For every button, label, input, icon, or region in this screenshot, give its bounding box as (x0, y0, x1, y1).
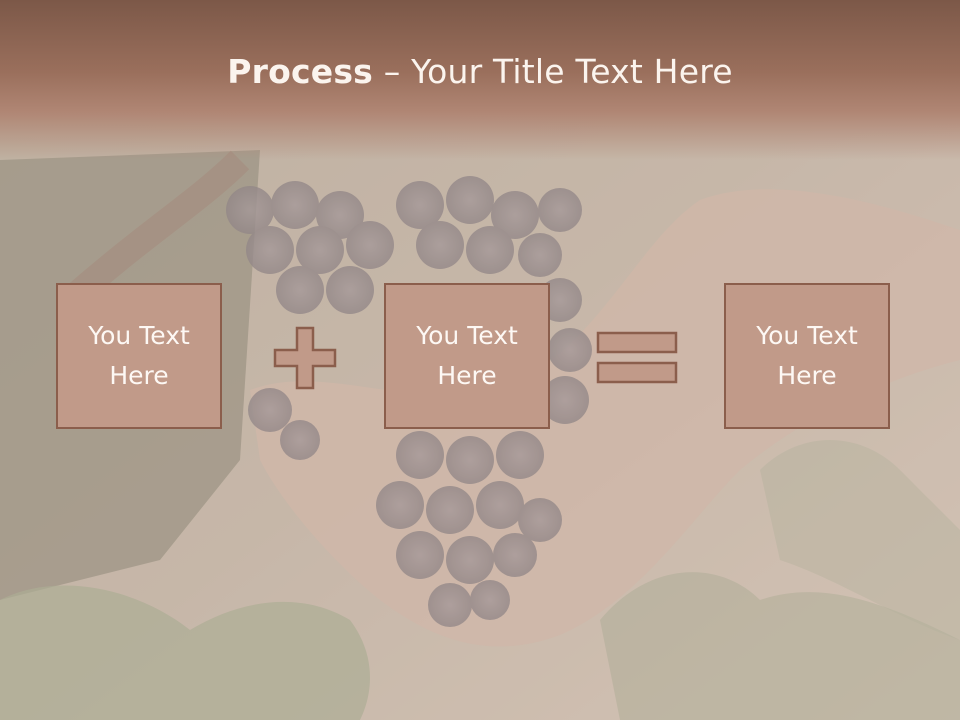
process-box-2[interactable]: You Text Here (384, 283, 550, 429)
equals-icon[interactable] (596, 331, 678, 385)
process-box-3-line2: Here (777, 361, 837, 390)
process-box-1-line2: Here (109, 361, 169, 390)
title-rest: – Your Title Text Here (373, 52, 733, 91)
title-bold: Process (227, 52, 374, 91)
process-box-3-line1: You Text (756, 321, 858, 350)
process-box-1-line1: You Text (88, 321, 190, 350)
process-box-3[interactable]: You Text Here (724, 283, 890, 429)
title-band (0, 0, 960, 160)
process-box-2-line2: Here (437, 361, 497, 390)
process-box-2-line1: You Text (416, 321, 518, 350)
slide-title: Process – Your Title Text Here (0, 52, 960, 91)
process-box-3-text: You Text Here (756, 316, 858, 396)
process-box-1-text: You Text Here (88, 316, 190, 396)
process-box-1[interactable]: You Text Here (56, 283, 222, 429)
process-box-2-text: You Text Here (416, 316, 518, 396)
plus-icon[interactable] (273, 326, 337, 390)
